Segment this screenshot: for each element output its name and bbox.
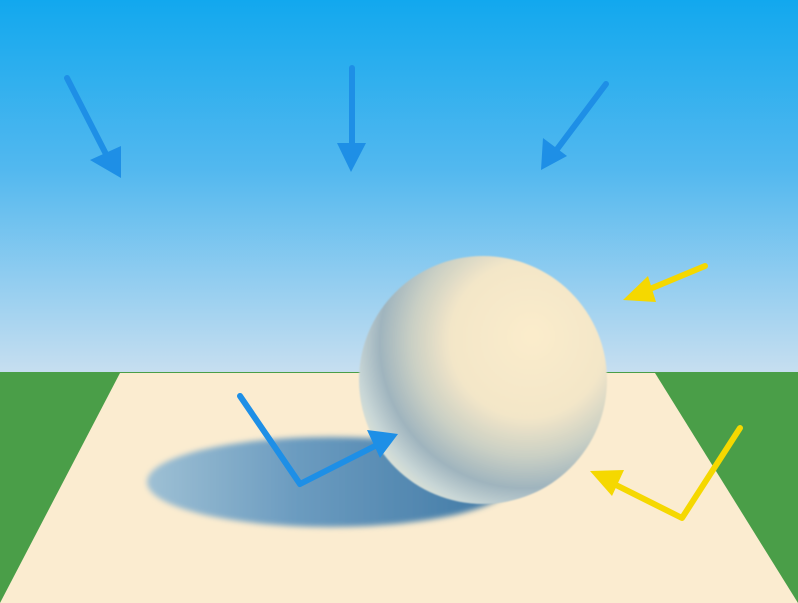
sphere	[359, 256, 607, 504]
